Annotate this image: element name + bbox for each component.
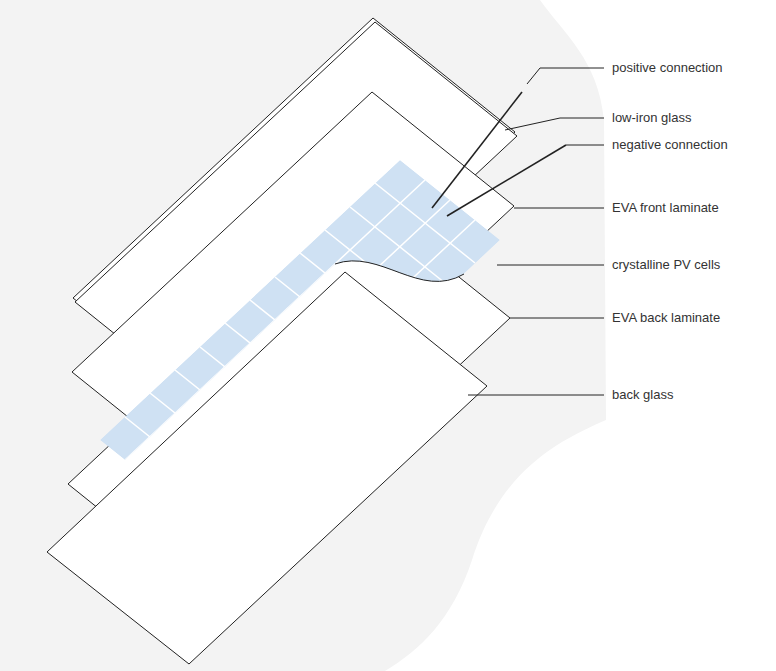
leader-line: [566, 145, 604, 146]
leader-line: [527, 68, 604, 84]
part-label: EVA front laminate: [612, 200, 719, 216]
leader-line: [468, 395, 604, 396]
leader-line: [510, 318, 604, 319]
background-blob: [0, 0, 606, 671]
leader-line: [497, 265, 604, 266]
positive-wire: [432, 92, 522, 208]
leader-line: [505, 118, 604, 130]
negative-wire: [447, 145, 566, 216]
part-label: low-iron glass: [612, 110, 691, 126]
part-label: positive connection: [612, 60, 723, 76]
part-label: back glass: [612, 387, 673, 403]
back-glass: [47, 272, 487, 664]
part-label: negative connection: [612, 137, 728, 153]
cell-cut-edge: [335, 261, 464, 282]
leader-line: [514, 208, 604, 209]
part-label: crystalline PV cells: [612, 257, 720, 273]
part-label: EVA back laminate: [612, 310, 720, 326]
